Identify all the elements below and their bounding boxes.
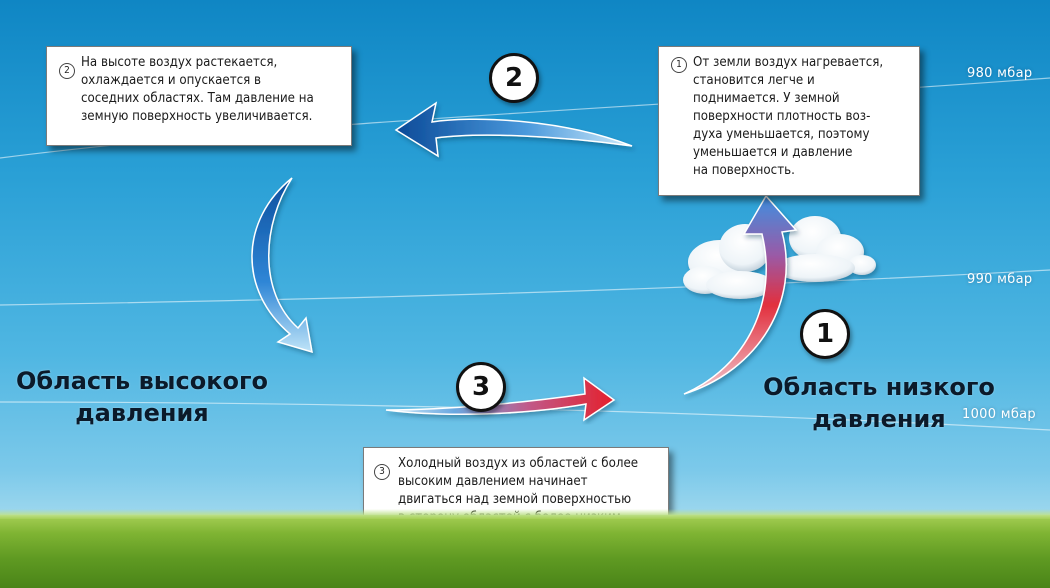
- isobar-1000-label: 1000 мбар: [962, 407, 1036, 422]
- step-3-number: 3: [374, 464, 390, 480]
- step-2-text: На высоте воздух растекается, охлаждаетс…: [81, 55, 314, 124]
- high-pressure-label: Область высокого давления: [15, 367, 268, 427]
- step-1-callout: 1 От земли воздух нагревается, становитс…: [658, 46, 920, 196]
- isobar-990-label: 990 мбар: [967, 272, 1033, 287]
- step-1-text: От земли воздух нагревается, становится …: [693, 55, 884, 178]
- arrow-sinking-air: [251, 177, 313, 354]
- step-2-number: 2: [59, 63, 75, 79]
- isobar-990-line: [0, 269, 1050, 306]
- step-2-callout: 2 На высоте воздух растекается, охлаждае…: [46, 46, 352, 146]
- badge-step-1: 1: [800, 309, 850, 359]
- badge-step-3: 3: [456, 362, 506, 412]
- arrow-outflow-aloft: [394, 101, 633, 158]
- step-1-number: 1: [671, 57, 687, 73]
- badge-step-2: 2: [489, 53, 539, 103]
- arrow-surface-wind: [385, 376, 616, 422]
- grass-field: [0, 509, 1050, 588]
- low-pressure-label: Область низкого давления: [763, 373, 995, 433]
- isobar-980-label: 980 мбар: [967, 66, 1033, 81]
- cloud-icon: [683, 216, 876, 299]
- arrow-rising-air: [683, 194, 798, 395]
